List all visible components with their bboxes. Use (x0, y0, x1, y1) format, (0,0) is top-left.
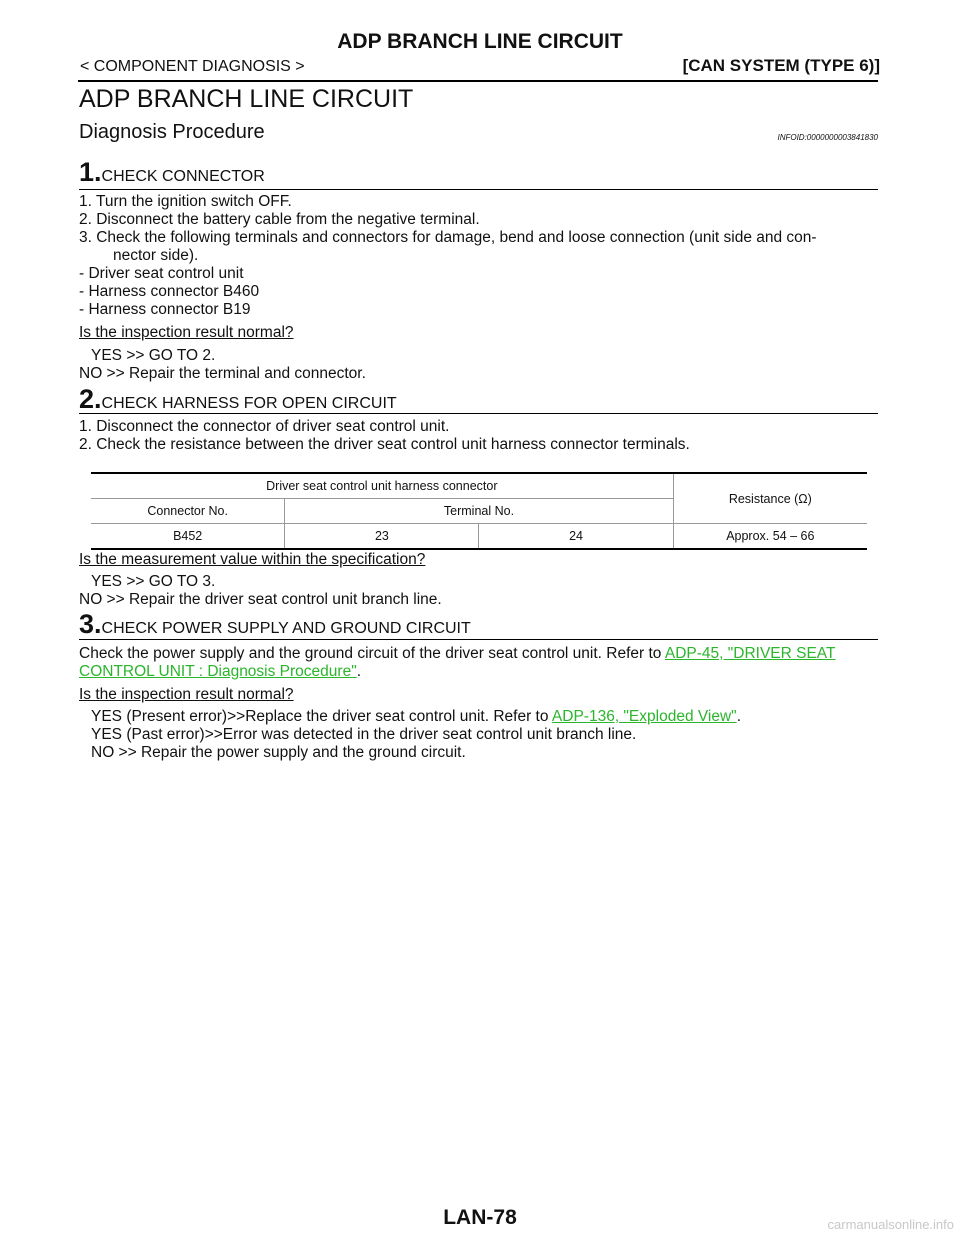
step-1-line: nector side). (113, 247, 199, 264)
procedure-title: Diagnosis Procedure (79, 121, 265, 143)
step-1-heading: 1.CHECK CONNECTOR (79, 157, 265, 188)
step-3-yes-present: YES (Present error)>>Replace the driver … (91, 708, 741, 726)
terminal-cell-1: 23 (284, 523, 479, 549)
step-1-line: - Harness connector B19 (79, 301, 251, 318)
step-2-rule (79, 413, 878, 414)
step-2-line: 2. Check the resistance between the driv… (79, 436, 690, 453)
connector-header: Connector No. (91, 498, 285, 524)
step-1-line: 2. Disconnect the battery cable from the… (79, 211, 480, 228)
resistance-header: Resistance (Ω) (672, 473, 867, 524)
running-header-title: ADP BRANCH LINE CIRCUIT (337, 30, 623, 53)
step-2-line: 1. Disconnect the connector of driver se… (79, 418, 450, 435)
step-3-title: CHECK POWER SUPPLY AND GROUND CIRCUIT (101, 620, 471, 637)
resistance-cell: Approx. 54 – 66 (672, 523, 867, 549)
terminal-cell-2: 24 (478, 523, 674, 549)
section-label: < COMPONENT DIAGNOSIS > (80, 58, 305, 75)
step-1-line: 3. Check the following terminals and con… (79, 229, 817, 246)
step-2-title: CHECK HARNESS FOR OPEN CIRCUIT (101, 395, 397, 412)
period: . (356, 663, 362, 680)
step-3-paragraph-line-1: Check the power supply and the ground ci… (79, 645, 835, 663)
step-1-line: - Driver seat control unit (79, 265, 244, 282)
connector-cell: B452 (91, 523, 285, 549)
step-3-rule (79, 639, 878, 640)
step-3-number: 3. (79, 609, 102, 639)
step-2-yes: YES >> GO TO 3. (91, 573, 216, 590)
adp-45-link-cont[interactable]: CONTROL UNIT : Diagnosis Procedure" (79, 663, 357, 680)
page-title: ADP BRANCH LINE CIRCUIT (79, 85, 414, 113)
group-header: Driver seat control unit harness connect… (266, 479, 498, 493)
step-1-number: 1. (79, 157, 102, 187)
step-1-title: CHECK CONNECTOR (101, 168, 265, 185)
step-3-yes-past: YES (Past error)>>Error was detected in … (91, 726, 637, 743)
step-3-no: NO >> Repair the power supply and the gr… (91, 744, 466, 761)
step-1-line: - Harness connector B460 (79, 283, 260, 300)
adp-136-link[interactable]: ADP-136, "Exploded View" (551, 708, 737, 725)
period: . (736, 708, 742, 725)
step-3-heading: 3.CHECK POWER SUPPLY AND GROUND CIRCUIT (79, 609, 471, 640)
step-1-yes: YES >> GO TO 2. (91, 347, 216, 364)
yes-present-text: YES (Present error)>>Replace the driver … (91, 708, 552, 725)
step-2-question: Is the measurement value within the spec… (79, 551, 426, 568)
step-2-heading: 2.CHECK HARNESS FOR OPEN CIRCUIT (79, 384, 397, 415)
step-3-question: Is the inspection result normal? (79, 686, 294, 703)
step-3-paragraph-line-2: CONTROL UNIT : Diagnosis Procedure". (79, 663, 361, 681)
resistance-spec-table: Driver seat control unit harness connect… (91, 472, 867, 550)
step-2-number: 2. (79, 384, 102, 414)
step-1-rule (79, 189, 878, 190)
step-1-line: 1. Turn the ignition switch OFF. (79, 193, 292, 210)
adp-45-link[interactable]: ADP-45, "DRIVER SEAT (664, 645, 836, 662)
system-label: [CAN SYSTEM (TYPE 6)] (682, 56, 880, 75)
page-number: LAN-78 (443, 1206, 517, 1229)
header-rule (78, 80, 878, 82)
step-1-no: NO >> Repair the terminal and connector. (79, 365, 366, 382)
step-3-text: Check the power supply and the ground ci… (79, 645, 665, 662)
info-id: INFOID:0000000003841830 (777, 133, 878, 142)
terminal-header: Terminal No. (284, 498, 674, 524)
step-2-no: NO >> Repair the driver seat control uni… (79, 591, 442, 608)
watermark: carmanualsonline.info (827, 1217, 954, 1232)
step-1-question: Is the inspection result normal? (79, 324, 294, 341)
